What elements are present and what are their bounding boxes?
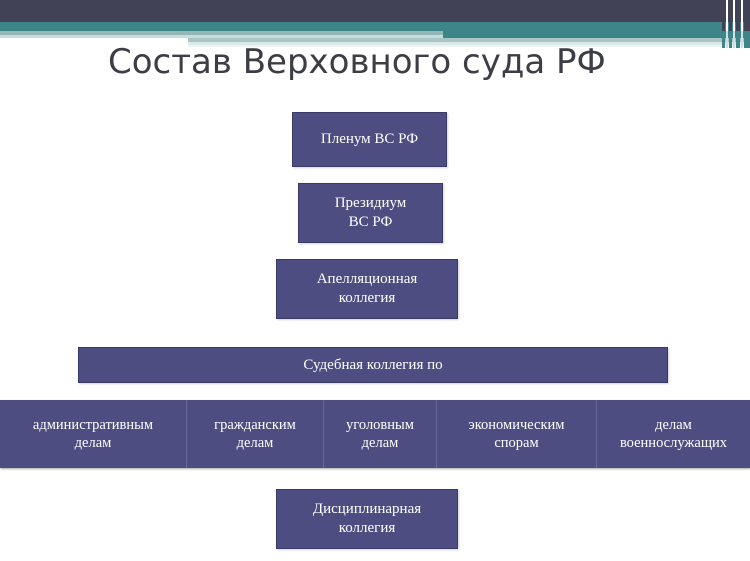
header-stripe-bottom-1 (726, 31, 728, 48)
header-teal-band (0, 22, 750, 31)
decorative-header-banner (0, 0, 750, 48)
header-teal-band-right (443, 22, 750, 38)
header-stripe-bottom-2 (729, 31, 732, 48)
header-accent-line-2 (0, 35, 443, 38)
header-stripe-bottom-0 (722, 31, 725, 48)
header-accent-line-5 (188, 45, 750, 47)
diagram-node-plenum[interactable]: Пленум ВС РФ (292, 112, 447, 167)
header-accent-line-3 (188, 38, 750, 42)
header-dark-band (0, 0, 750, 22)
page-title: Состав Верховного суда РФ (108, 42, 606, 82)
diagram-node-judicial-collegium[interactable]: Судебная коллегия по (78, 347, 668, 383)
header-stripe-top-0 (722, 0, 725, 31)
header-stripe-top-3 (733, 0, 735, 31)
header-stripe-bottom-5 (741, 31, 743, 48)
header-stripe-top-5 (741, 0, 743, 31)
header-stripe-top-2 (729, 0, 732, 31)
header-white-notch (0, 38, 188, 48)
header-stripe-bottom-6 (744, 31, 750, 48)
header-stripe-top-1 (726, 0, 728, 31)
header-stripe-bottom-3 (733, 31, 735, 48)
header-accent-line-1 (0, 31, 443, 35)
header-accent-line-4 (188, 42, 750, 45)
header-stripe-top-6 (744, 0, 750, 31)
header-stripe-bottom-4 (736, 31, 740, 48)
header-stripe-top-4 (736, 0, 740, 31)
